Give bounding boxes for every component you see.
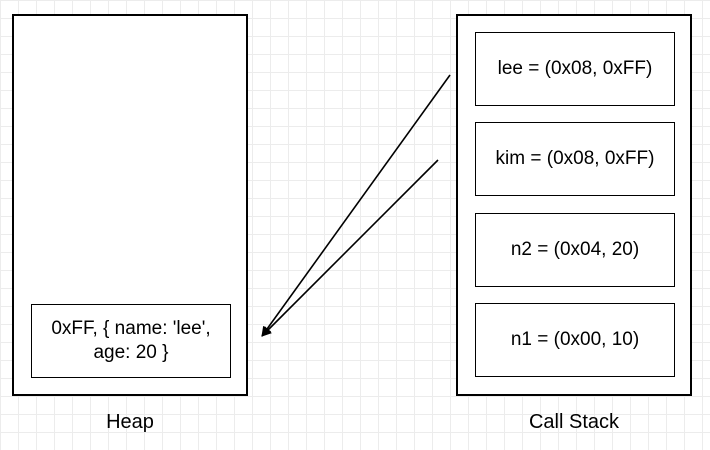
reference-arrow-kim [261, 159, 439, 337]
stack-frame-kim: kim = (0x08, 0xFF) [475, 122, 675, 196]
heap-caption: Heap [106, 411, 154, 433]
stack-frame-lee: lee = (0x08, 0xFF) [475, 32, 675, 106]
stack-frame-n2: n2 = (0x04, 20) [475, 213, 675, 287]
reference-arrow-lee [261, 74, 451, 337]
call-stack-caption: Call Stack [528, 411, 620, 433]
heap-object: 0xFF, { name: 'lee', age: 20 } [31, 304, 231, 378]
stack-frame-n1: n1 = (0x00, 10) [475, 303, 675, 377]
